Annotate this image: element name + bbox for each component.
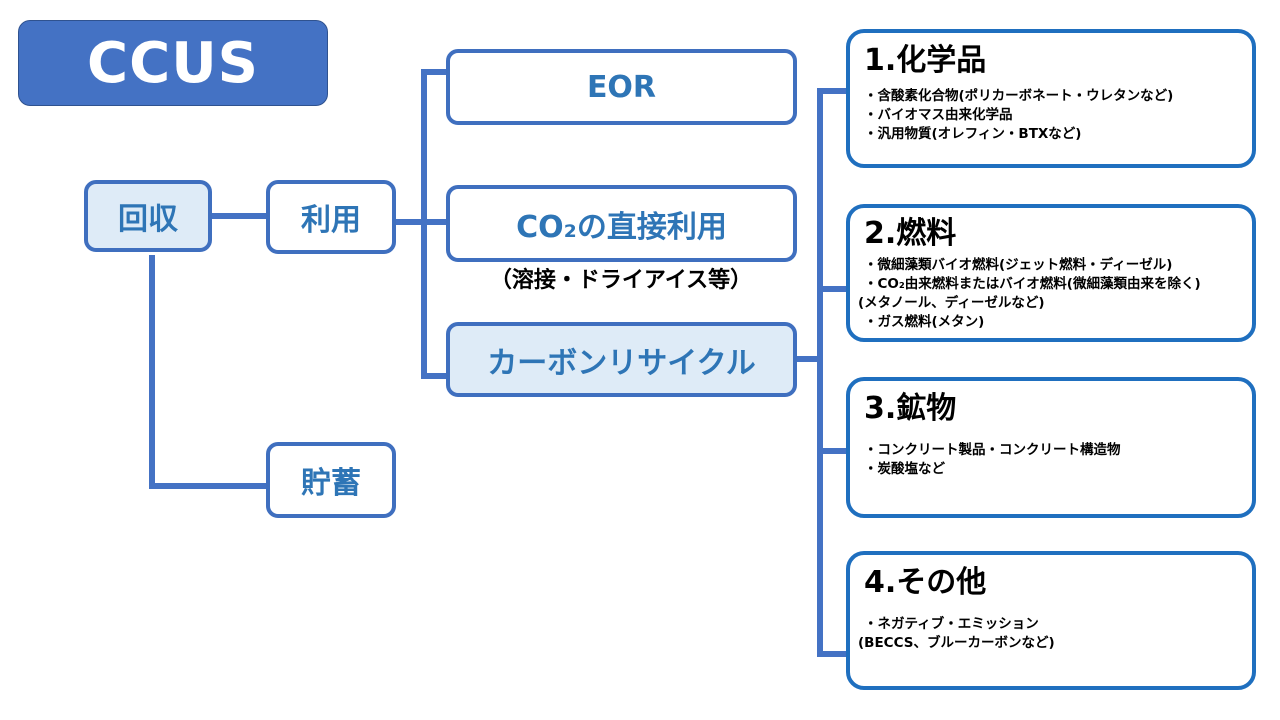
category-lines: ・含酸素化合物(ポリカーボネート・ウレタンなど) ・バイオマス由来化学品 ・汎用… [864, 87, 1242, 144]
category-line: ・微細藻類バイオ燃料(ジェット燃料・ディーゼル) [864, 257, 1173, 273]
category-line: ・汎用物質(オレフィン・BTXなど) [864, 126, 1082, 142]
node-direct-use: CO₂の直接利用 [446, 185, 797, 262]
node-capture-label: 回収 [118, 202, 178, 237]
node-utilization: 利用 [266, 180, 396, 254]
category-title: 2.燃料 [864, 216, 957, 251]
category-line: ・ネガティブ・エミッション [864, 616, 1039, 632]
category-line: ・バイオマス由来化学品 [864, 107, 1013, 123]
node-storage-label: 貯蓄 [301, 466, 361, 501]
category-line: (メタノール、ディーゼルなど) [858, 295, 1045, 311]
category-lines: ・ネガティブ・エミッション (BECCS、ブルーカーボンなど) [858, 615, 1242, 653]
category-lines: ・微細藻類バイオ燃料(ジェット燃料・ディーゼル) ・CO₂由来燃料またはバイオ燃… [858, 256, 1242, 332]
node-eor: EOR [446, 49, 797, 125]
page-title: CCUS [18, 20, 328, 106]
category-card-3: 3.鉱物 ・コンクリート製品・コンクリート構造物 ・炭酸塩など [846, 377, 1256, 518]
category-line: ・CO₂由来燃料またはバイオ燃料(微細藻類由来を除く) [864, 276, 1201, 292]
node-carbon-recycle: カーボンリサイクル [446, 322, 797, 397]
category-line: ・コンクリート製品・コンクリート構造物 [864, 442, 1121, 458]
node-eor-label: EOR [586, 69, 657, 105]
connector-capture-storage [149, 255, 268, 489]
category-title: 3.鉱物 [864, 391, 957, 426]
node-storage: 貯蓄 [266, 442, 396, 518]
node-utilization-label: 利用 [301, 203, 361, 238]
category-line: ・炭酸塩など [864, 461, 945, 477]
direct-use-note: （溶接・ドライアイス等） [489, 268, 753, 293]
category-lines: ・コンクリート製品・コンクリート構造物 ・炭酸塩など [864, 441, 1242, 479]
category-title: 1.化学品 [864, 43, 987, 78]
category-line: ・含酸素化合物(ポリカーボネート・ウレタンなど) [864, 88, 1174, 104]
node-capture: 回収 [84, 180, 212, 252]
node-direct-use-label: CO₂の直接利用 [516, 209, 727, 245]
category-line: (BECCS、ブルーカーボンなど) [858, 635, 1055, 651]
category-card-2: 2.燃料 ・微細藻類バイオ燃料(ジェット燃料・ディーゼル) ・CO₂由来燃料また… [846, 204, 1256, 342]
category-line: ・ガス燃料(メタン) [864, 314, 985, 330]
category-card-1: 1.化学品 ・含酸素化合物(ポリカーボネート・ウレタンなど) ・バイオマス由来化… [846, 29, 1256, 168]
category-card-4: 4.その他 ・ネガティブ・エミッション (BECCS、ブルーカーボンなど) [846, 551, 1256, 690]
category-title: 4.その他 [864, 565, 987, 600]
node-carbon-recycle-label: カーボンリサイクル [487, 345, 756, 381]
connector-trunk-eor [421, 69, 446, 379]
